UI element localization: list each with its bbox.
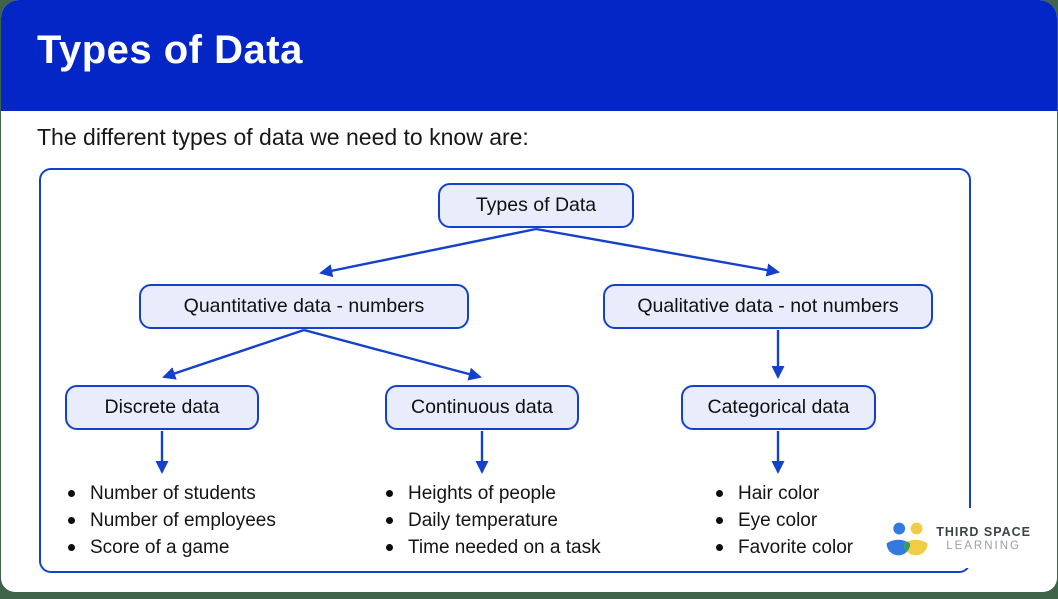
node-label: Quantitative data - numbers — [183, 295, 425, 317]
node-continuous-data: Continuous data — [385, 385, 579, 430]
list-item: Eye color — [711, 507, 853, 534]
page-header: Types of Data — [1, 0, 1057, 111]
list-item: Score of a game — [63, 534, 276, 561]
third-space-learning-wordmark: THIRD SPACE LEARNING — [936, 525, 1031, 552]
logo-line1: THIRD SPACE — [936, 524, 1031, 539]
list-item: Heights of people — [381, 480, 601, 507]
node-label: Continuous data — [410, 396, 554, 418]
list-item: Time needed on a task — [381, 534, 601, 561]
node-label: Discrete data — [104, 396, 220, 418]
node-categorical-data: Categorical data — [681, 385, 876, 430]
third-space-learning-icon — [886, 522, 928, 556]
list-item: Daily temperature — [381, 507, 601, 534]
node-types-of-data: Types of Data — [438, 183, 634, 228]
types-of-data-diagram: Types of Data Quantitative data - number… — [39, 168, 971, 573]
page-title: Types of Data — [37, 28, 303, 72]
categorical-examples-list: Hair color Eye color Favorite color — [711, 480, 853, 561]
list-item: Number of employees — [63, 507, 276, 534]
node-quantitative-data: Quantitative data - numbers — [139, 284, 469, 329]
continuous-examples-list: Heights of people Daily temperature Time… — [381, 480, 601, 561]
node-label: Types of Data — [475, 194, 597, 216]
list-item: Favorite color — [711, 534, 853, 561]
discrete-examples-list: Number of students Number of employees S… — [63, 480, 276, 561]
node-label: Qualitative data - not numbers — [637, 295, 899, 317]
list-item: Number of students — [63, 480, 276, 507]
node-label: Categorical data — [707, 396, 850, 418]
logo-line2: LEARNING — [946, 539, 1021, 552]
intro-text: The different types of data we need to k… — [37, 124, 529, 150]
node-qualitative-data: Qualitative data - not numbers — [603, 284, 933, 329]
node-discrete-data: Discrete data — [65, 385, 259, 430]
list-item: Hair color — [711, 480, 853, 507]
third-space-learning-logo: THIRD SPACE LEARNING — [885, 508, 1031, 568]
